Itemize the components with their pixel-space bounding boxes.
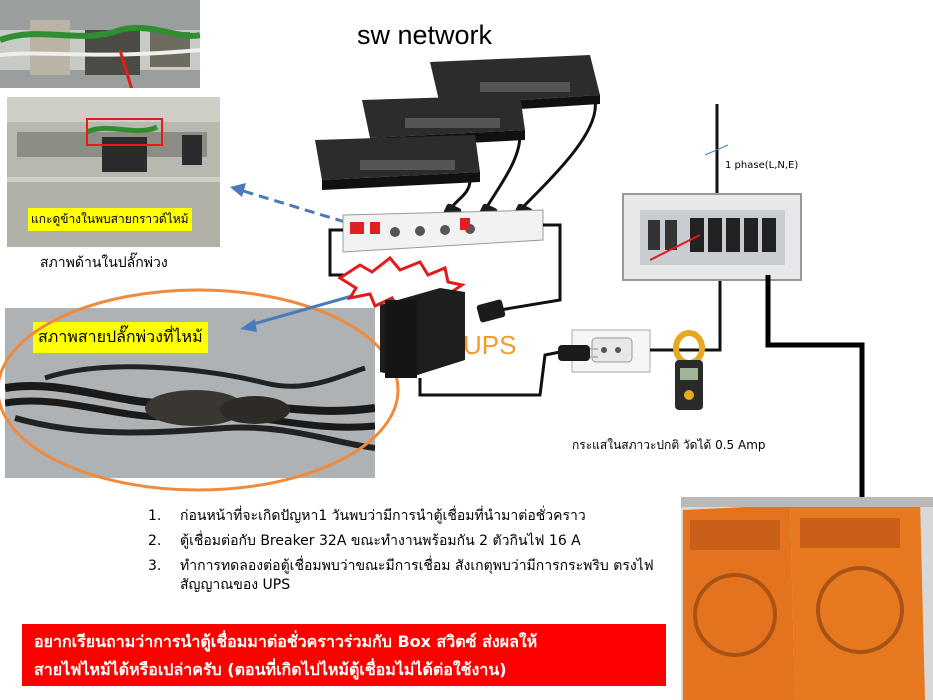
current-caption: กระแสในสภาวะปกติ วัดได้ 0.5 Amp: [572, 438, 766, 452]
network-switch-3: [315, 135, 480, 190]
burnt-cable-highlight-ellipse: [0, 288, 400, 492]
plug-inside-top-drawing: [0, 0, 200, 88]
clamp-meter-icon: [673, 330, 705, 410]
note-item: 2. ตู้เชื่อมต่อกับ Breaker 32A ขณะทำงานพ…: [140, 532, 680, 551]
note-number: 2.: [148, 533, 162, 549]
note-item: 1. ก่อนหน้าที่จะเกิดปัญหา1 วันพบว่ามีการ…: [140, 507, 680, 526]
breaker-box: [622, 193, 802, 281]
notes-list: 1. ก่อนหน้าที่จะเกิดปัญหา1 วันพบว่ามีการ…: [140, 507, 680, 601]
photo-plug-inside-top: [0, 0, 200, 88]
page-title: sw network: [357, 20, 493, 50]
solid-arrow-head-icon: [240, 319, 257, 332]
burnt-cable-label: สภาพสายปลั๊กพ่วงที่ไหม้: [33, 322, 208, 353]
question-line-2: สายไฟไหม้ได้หรือเปล่าครับ (ตอนที่เกิดไปไ…: [34, 660, 507, 679]
dashed-arrow: [239, 188, 346, 224]
question-line-1: อยากเรียนถามว่าการนำตู้เชื่อมมาต่อชั่วคร…: [34, 632, 538, 651]
power-strip: [342, 209, 544, 253]
welding-machines: [681, 497, 933, 700]
note-text: ตู้เชื่อมต่อกับ Breaker 32A ขณะทำงานพร้อ…: [180, 533, 581, 549]
note-number: 3.: [148, 558, 162, 574]
note-text: ก่อนหน้าที่จะเกิดปัญหา1 วันพบว่ามีการนำต…: [180, 508, 586, 524]
plug-inside-caption: สภาพด้านในปลั๊กพ่วง: [40, 255, 168, 271]
solid-arrow: [249, 294, 353, 327]
ups-device: [380, 288, 465, 378]
question-box: อยากเรียนถามว่าการนำตู้เชื่อมมาต่อชั่วคร…: [22, 624, 666, 686]
note-text: ทำการทดลองต่อตู้เชื่อมพบว่าขณะมีการเชื่อ…: [180, 558, 654, 593]
note-number: 1.: [148, 508, 162, 524]
phase-label: 1 phase(L,N,E): [725, 160, 799, 171]
plug-inside-label: แกะดูข้างในพบสายกราวด์ไหม้: [28, 208, 192, 231]
ups-label: UPS: [463, 330, 517, 360]
dashed-arrow-head-icon: [230, 183, 246, 197]
note-item: 3. ทำการทดลองต่อตู้เชื่อมพบว่าขณะมีการเช…: [140, 557, 680, 595]
socket-plug: [558, 345, 598, 361]
